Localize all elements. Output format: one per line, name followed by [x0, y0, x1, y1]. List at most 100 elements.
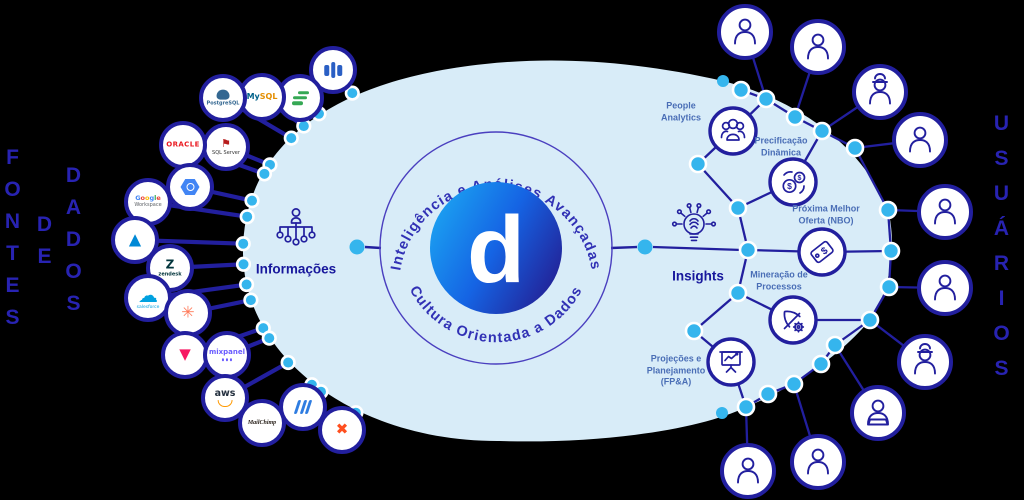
network-node-dot	[261, 330, 277, 346]
healthcare-icon	[807, 448, 829, 475]
fontes-title: FONTES	[1, 146, 24, 338]
network-node-dot	[811, 354, 831, 374]
insights-label: Insights	[672, 268, 724, 284]
mixpanel-logo: mixpanel	[209, 348, 245, 361]
dynamic-pricing-coins-icon: $$	[782, 171, 806, 194]
network-node-dot	[239, 209, 255, 225]
price-tag-icon-bubble	[797, 227, 847, 277]
network-node-dot	[860, 310, 880, 330]
svg-text:$: $	[819, 245, 831, 257]
connector-line	[610, 245, 638, 250]
network-node-dot	[784, 374, 804, 394]
network-node-dot	[243, 292, 259, 308]
azure-logo: ▲	[128, 229, 142, 249]
connector-line	[693, 292, 739, 332]
network-node-dot	[344, 85, 360, 101]
blue-stripes-logo	[293, 400, 313, 414]
network-node-dot	[879, 277, 899, 297]
process-mining-icon	[783, 310, 805, 333]
connector-line	[652, 245, 743, 252]
use-case-label: Precificação Dinâmica	[754, 135, 808, 157]
connector-line	[853, 147, 890, 211]
use-case-label: Próxima Melhor Oferta (NBO)	[792, 203, 860, 225]
graduate-icon	[934, 198, 956, 225]
connector-line	[364, 245, 382, 250]
orange-x-logo: ✖	[335, 420, 349, 439]
network-node-dot	[878, 200, 898, 220]
network-node-dot	[785, 107, 805, 127]
people-analytics-icon-bubble	[708, 106, 758, 156]
people-analytics-icon	[720, 118, 746, 141]
azure-logo-bubble	[111, 216, 159, 264]
network-node-dot	[881, 241, 901, 261]
aws-logo-bubble	[201, 374, 249, 422]
network-node-dot	[812, 121, 832, 141]
price-tag-icon: $	[810, 240, 834, 264]
network-node-dot	[731, 80, 751, 100]
green-lines-logo	[291, 91, 309, 105]
dynamic-pricing-coins-icon-bubble	[768, 157, 818, 207]
support-agent-icon	[734, 18, 756, 45]
sqlserver-logo: ⚑SQL Server	[212, 137, 240, 156]
network-node-dot	[283, 130, 299, 146]
network-node-dot	[736, 397, 756, 417]
network-node-dot	[637, 239, 653, 255]
developer-laptop-icon	[867, 399, 889, 426]
network-node-dot	[756, 89, 776, 109]
mailchimp-logo-bubble	[238, 399, 286, 447]
network-node-dot	[758, 384, 778, 404]
business-suit-icon	[737, 457, 759, 484]
orange-x-logo-bubble	[318, 406, 366, 454]
network-node-dot	[244, 193, 260, 209]
dados-title: DADOS	[62, 164, 85, 324]
network-node-dot	[845, 138, 865, 158]
dadosfera-logo	[430, 182, 562, 314]
mailchimp-logo: MailChimp	[247, 419, 277, 426]
network-node-dot	[738, 240, 758, 260]
engineer-hardhat-icon	[869, 73, 891, 105]
postgresql-logo: PostgreSQL	[207, 89, 239, 107]
network-node-dot	[238, 276, 255, 293]
network-node-dot	[717, 75, 729, 87]
insights	[671, 203, 717, 242]
de-title: DE	[33, 213, 56, 277]
network-node-dot	[684, 321, 704, 341]
scientist-icon	[934, 274, 956, 301]
database-columns-logo	[324, 62, 342, 78]
use-case-label: Mineração de Processos	[750, 269, 808, 291]
network-node-dot	[688, 154, 708, 174]
central-ring	[379, 131, 613, 365]
fpa-presentation-icon-bubble	[706, 337, 756, 387]
info	[276, 208, 316, 246]
network-node-dot	[728, 283, 748, 303]
informacoes-label: Informações	[255, 261, 337, 277]
network-node-dot	[235, 256, 252, 272]
construction-worker-icon	[914, 343, 936, 375]
usuarios-title: USUÁRIOS	[990, 112, 1013, 392]
dadosfera-logo-letter: d	[467, 197, 525, 303]
aws-logo: aws	[215, 389, 235, 407]
salesforce-logo: ☁salesforce	[136, 283, 160, 311]
node-circles: $$$	[111, 4, 973, 499]
hubspot-logo: ✳	[181, 302, 195, 322]
mysql-logo: MySQL	[246, 91, 278, 101]
network-node-dot	[825, 335, 845, 355]
bigquery-logo	[180, 179, 200, 195]
network-node-dot	[256, 166, 273, 182]
executive-woman-icon	[909, 126, 931, 153]
business-growth-icon	[807, 33, 829, 60]
svg-text:$: $	[787, 181, 792, 191]
network-node-dot	[235, 236, 251, 252]
fpa-presentation-icon	[719, 351, 743, 373]
use-case-label: People Analytics	[660, 100, 702, 122]
network-node-dot	[728, 198, 748, 218]
svg-text:$: $	[798, 175, 802, 182]
oracle-logo: ORACLE	[166, 140, 200, 149]
connector-line	[697, 163, 739, 209]
vtex-logo: ▼	[179, 345, 191, 364]
network-node-dot	[349, 239, 365, 255]
